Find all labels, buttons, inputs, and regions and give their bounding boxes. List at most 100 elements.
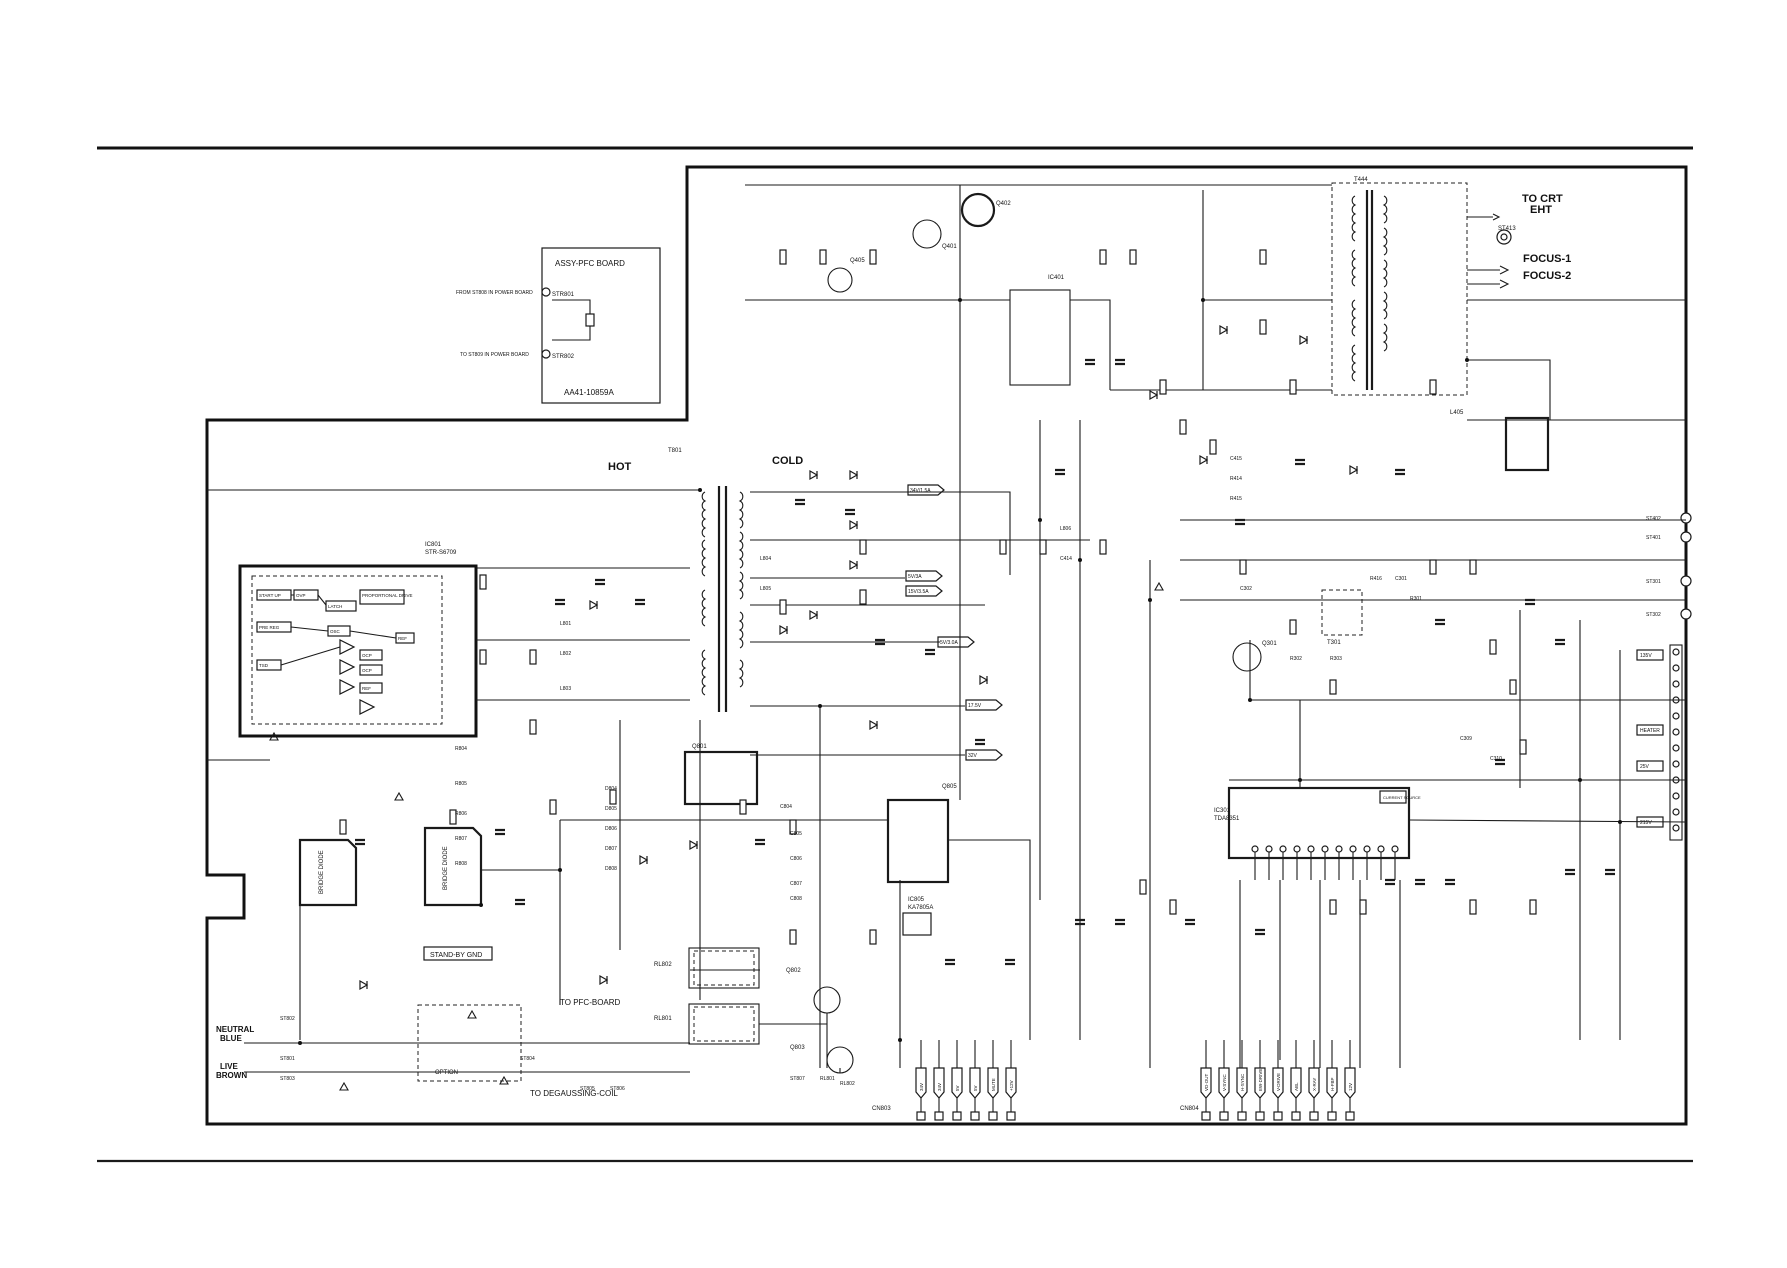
diode-16	[599, 974, 609, 986]
q803-label: Q803	[790, 1045, 805, 1051]
bottom_conn2-pin-tag-4	[1272, 1067, 1284, 1099]
junction-dot-0	[698, 488, 702, 492]
resistor-34	[1289, 379, 1297, 395]
resistor-40	[739, 799, 747, 815]
junction-dot-7	[1298, 778, 1302, 782]
capacitor-18	[1565, 868, 1575, 876]
t801-label: T801	[668, 448, 682, 454]
bottom_conn1-pin-label-4: MUTE	[991, 1078, 996, 1091]
focus-arrows	[1492, 213, 1510, 289]
resistor-36	[339, 819, 347, 835]
junction-dot-13	[558, 868, 562, 872]
cold-label: COLD	[772, 455, 803, 467]
pfc-conn1-ref: STR801	[552, 292, 575, 298]
right-header-pin-2	[1672, 680, 1680, 688]
resistor-32	[1259, 319, 1267, 335]
resistor-5	[859, 539, 867, 555]
capacitor-2	[635, 598, 645, 606]
ic801-block-label-2: LATCH	[328, 604, 342, 609]
bridge-diode-2-label: BRIDGE DIODE	[443, 846, 449, 890]
right-header-pin-10	[1672, 808, 1680, 816]
blue-label: BLUE	[220, 1034, 242, 1043]
bottom_conn2-pin-box-0	[1201, 1111, 1211, 1121]
diode-6	[779, 624, 789, 636]
ic805-label: IC805	[908, 897, 925, 903]
resistor-11	[1209, 439, 1217, 455]
resistor-31	[1259, 249, 1267, 265]
part-ref-33: ST801	[280, 1056, 295, 1062]
capacitor-7	[975, 738, 985, 746]
t444-label: T444	[1354, 177, 1368, 183]
bottom_conn2-pin-box-1	[1219, 1111, 1229, 1121]
part-ref-3: R807	[455, 836, 467, 842]
bottom_conn2-pin-label-0: VD-OUT	[1204, 1074, 1209, 1091]
right-header-pin-1	[1672, 664, 1680, 672]
q802-transistor	[813, 986, 841, 1014]
resistor-8	[1039, 539, 1047, 555]
capacitor-20	[1385, 878, 1395, 886]
wire-41	[1249, 640, 1686, 701]
rail-tag-label-1: 5V/3A	[908, 574, 922, 580]
diode-15	[689, 839, 699, 851]
resistor-7	[999, 539, 1007, 555]
ic801-block-label-3: PROPORTIONAL DRIVE	[362, 593, 413, 598]
q301-transistor	[1232, 642, 1262, 672]
t801-primary-coil-2	[701, 589, 707, 627]
t301-label: T301	[1327, 640, 1341, 646]
to-crt-label: TO CRT	[1522, 193, 1563, 205]
bottom_conn2-pin-label-3: EW-DRIVE	[1258, 1069, 1263, 1091]
diode-5	[809, 609, 819, 621]
pfc-conn2-ref: STR802	[552, 354, 575, 360]
junction-dot-14	[1201, 298, 1205, 302]
bottom_conn1-pin-tag-3	[969, 1067, 981, 1099]
caution-triangle-2	[467, 1009, 477, 1019]
right-signal-label-2: 25V	[1640, 764, 1650, 770]
neutral-label: NEUTRAL	[216, 1025, 254, 1034]
part-ref-34: ST802	[280, 1016, 295, 1022]
resistor-41	[789, 819, 797, 835]
ic801-label: IC801	[425, 542, 442, 548]
capacitor-26	[1255, 928, 1265, 936]
part-ref-14: C808	[790, 896, 802, 902]
t301-transformer: T301	[1321, 589, 1363, 646]
ic301-pin-1	[1251, 845, 1259, 853]
bridge-diode-2: BRIDGE DIODE	[423, 826, 483, 907]
ic301-part: TDA8351	[1214, 816, 1240, 822]
caution-triangle-0	[394, 791, 404, 801]
capacitor-29	[515, 898, 525, 906]
right-header-pin-7	[1672, 760, 1680, 768]
bottom_conn1-pin-tag-1	[933, 1067, 945, 1099]
resistor-16	[1469, 559, 1477, 575]
bridge-diode-1: BRIDGE DIODE	[298, 838, 358, 907]
rail-tag-label-4: 17.5V	[968, 703, 982, 709]
part-ref-28: R301	[1410, 596, 1422, 602]
resistor-1	[479, 649, 487, 665]
diode-11	[1299, 334, 1309, 346]
bottom_conn2-pin-tag-7	[1326, 1067, 1338, 1099]
part-ref-4: R808	[455, 861, 467, 867]
part-ref-41: RL802	[840, 1081, 855, 1087]
resistor-42	[789, 929, 797, 945]
bottom_conn1-pin-box-3	[970, 1111, 980, 1121]
resistor-14	[1329, 679, 1337, 695]
t444-secondary-coil-1	[1382, 227, 1388, 256]
part-ref-21: C414	[1060, 556, 1072, 562]
resistor-35	[1429, 379, 1437, 395]
part-ref-10: C804	[780, 804, 792, 810]
right-signal-tag-2	[1636, 760, 1664, 772]
bottom_conn2-pin-tag-1	[1218, 1067, 1230, 1099]
bottom_conn2-pin-label-1: V-SYNC	[1222, 1073, 1227, 1091]
part-ref-17: L803	[560, 686, 571, 692]
cn804-label: CN804	[1180, 1106, 1199, 1112]
resistor-33	[1159, 379, 1167, 395]
junction-dot-4	[1078, 558, 1082, 562]
capacitor-28	[495, 828, 505, 836]
t801-secondary-coil-0	[738, 491, 744, 529]
junction-dot-9	[1618, 820, 1622, 824]
ic801-block-2	[325, 600, 357, 612]
bottom_conn1-pin-label-2: 5V	[955, 1085, 960, 1091]
resistor-28	[869, 249, 877, 265]
relay-rl801: RL801	[654, 1003, 760, 1045]
ic301-pin-5	[1307, 845, 1315, 853]
